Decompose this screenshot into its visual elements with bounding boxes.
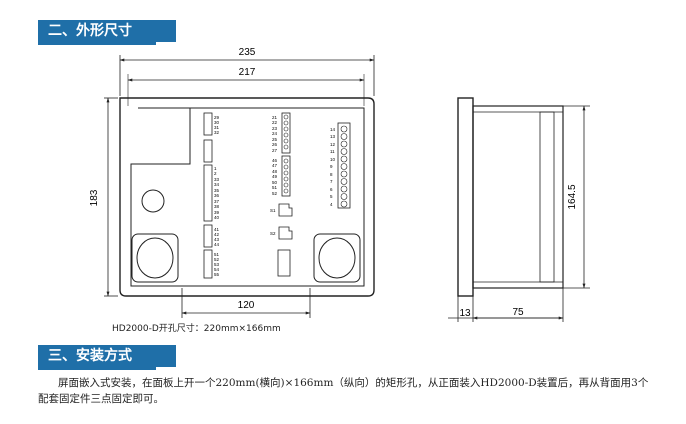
svg-text:36: 36	[214, 193, 220, 198]
svg-text:24: 24	[272, 131, 278, 136]
svg-text:S1: S1	[270, 208, 276, 213]
svg-text:51: 51	[272, 185, 278, 190]
svg-text:S2: S2	[270, 231, 276, 236]
side-view	[448, 97, 590, 322]
mounting-hole	[141, 189, 165, 213]
svg-text:47: 47	[272, 163, 278, 168]
terminal-screw	[340, 170, 348, 178]
svg-text:52: 52	[272, 191, 278, 196]
cutout-note: HD2000-D开孔尺寸：220mm×166mm	[112, 324, 281, 334]
svg-text:46: 46	[272, 158, 278, 163]
svg-text:50: 50	[272, 180, 278, 185]
section-title-outline: 二、外形尺寸	[38, 20, 176, 42]
svg-text:53: 53	[214, 262, 220, 267]
svg-text:35: 35	[214, 188, 220, 193]
front-panel-outline	[119, 97, 375, 297]
dim-height: 183	[89, 189, 100, 206]
svg-text:8: 8	[330, 172, 333, 177]
svg-text:52: 52	[214, 257, 220, 262]
terminal-screw	[340, 133, 348, 140]
svg-text:39: 39	[214, 210, 220, 215]
svg-text:21: 21	[272, 115, 278, 120]
svg-text:14: 14	[330, 127, 336, 132]
svg-text:25: 25	[272, 137, 278, 142]
svg-text:54: 54	[214, 267, 220, 272]
left-oval-boss	[136, 237, 174, 279]
svg-text:49: 49	[272, 174, 278, 179]
svg-text:40: 40	[214, 215, 220, 220]
dim-side-flange: 13	[459, 308, 471, 319]
right-oval-boss-outer	[313, 233, 361, 283]
svg-text:41: 41	[214, 227, 220, 232]
dim-bottom-width: 120	[238, 300, 255, 311]
svg-text:34: 34	[214, 182, 220, 187]
terminal-screw	[340, 125, 348, 133]
svg-text:10: 10	[330, 157, 336, 162]
svg-text:48: 48	[272, 169, 278, 174]
svg-text:9: 9	[330, 164, 333, 169]
front-inner-outline	[130, 107, 365, 287]
svg-text:11: 11	[330, 149, 335, 154]
terminal-screw	[340, 185, 348, 193]
svg-text:44: 44	[214, 242, 220, 247]
svg-text:32: 32	[214, 130, 220, 135]
svg-text:30: 30	[214, 120, 220, 125]
svg-text:38: 38	[214, 204, 220, 209]
terminal-column-1: 29 30 31 32 1 2 33 34 35 36 37 38 39 40 …	[203, 112, 220, 279]
svg-text:2: 2	[214, 171, 217, 176]
terminal-screw	[340, 178, 348, 185]
terminal-screw	[340, 200, 348, 208]
svg-text:13: 13	[330, 134, 336, 139]
section-underline-outline	[38, 42, 156, 45]
svg-text:43: 43	[214, 237, 220, 242]
svg-text:6: 6	[330, 187, 333, 192]
svg-text:27: 27	[272, 148, 278, 153]
terminal-screw	[340, 140, 348, 148]
terminal-screw	[340, 193, 348, 200]
section-underline-install	[38, 367, 156, 370]
svg-text:12: 12	[330, 142, 336, 147]
svg-text:29: 29	[214, 115, 220, 120]
dim-side-depth: 75	[512, 307, 524, 318]
terminal-column-2: 21 22 23 24 25 26 27 46 47 48 49 50 51 5…	[270, 112, 293, 277]
svg-text:42: 42	[214, 232, 220, 237]
terminal-column-3: 14 13 12 11 10 9 8 7 6 5 4	[330, 122, 351, 209]
svg-text:1: 1	[214, 166, 217, 171]
svg-text:23: 23	[272, 126, 278, 131]
svg-text:51: 51	[214, 252, 220, 257]
svg-text:31: 31	[214, 125, 220, 130]
svg-text:37: 37	[214, 199, 220, 204]
terminal-screw	[340, 163, 348, 170]
dim-overall-width: 235	[239, 47, 256, 58]
svg-text:26: 26	[272, 142, 278, 147]
svg-text:5: 5	[330, 194, 333, 199]
install-instructions: 屏面嵌入式安装，在面板上开一个220mm(横向)×166mm（纵向）的矩形孔，从…	[38, 377, 649, 405]
dim-inner-width: 217	[239, 67, 256, 78]
svg-text:22: 22	[272, 120, 278, 125]
terminal-screw	[340, 155, 348, 163]
section-title-install: 三、安装方式	[38, 345, 176, 367]
svg-text:55: 55	[214, 272, 220, 277]
right-oval-boss	[318, 237, 356, 279]
terminal-screw	[340, 148, 348, 155]
svg-text:33: 33	[214, 177, 220, 182]
left-oval-boss-outer	[131, 233, 179, 283]
svg-text:4: 4	[330, 202, 333, 207]
svg-text:7: 7	[330, 179, 333, 184]
dim-side-height: 164.5	[567, 184, 578, 209]
